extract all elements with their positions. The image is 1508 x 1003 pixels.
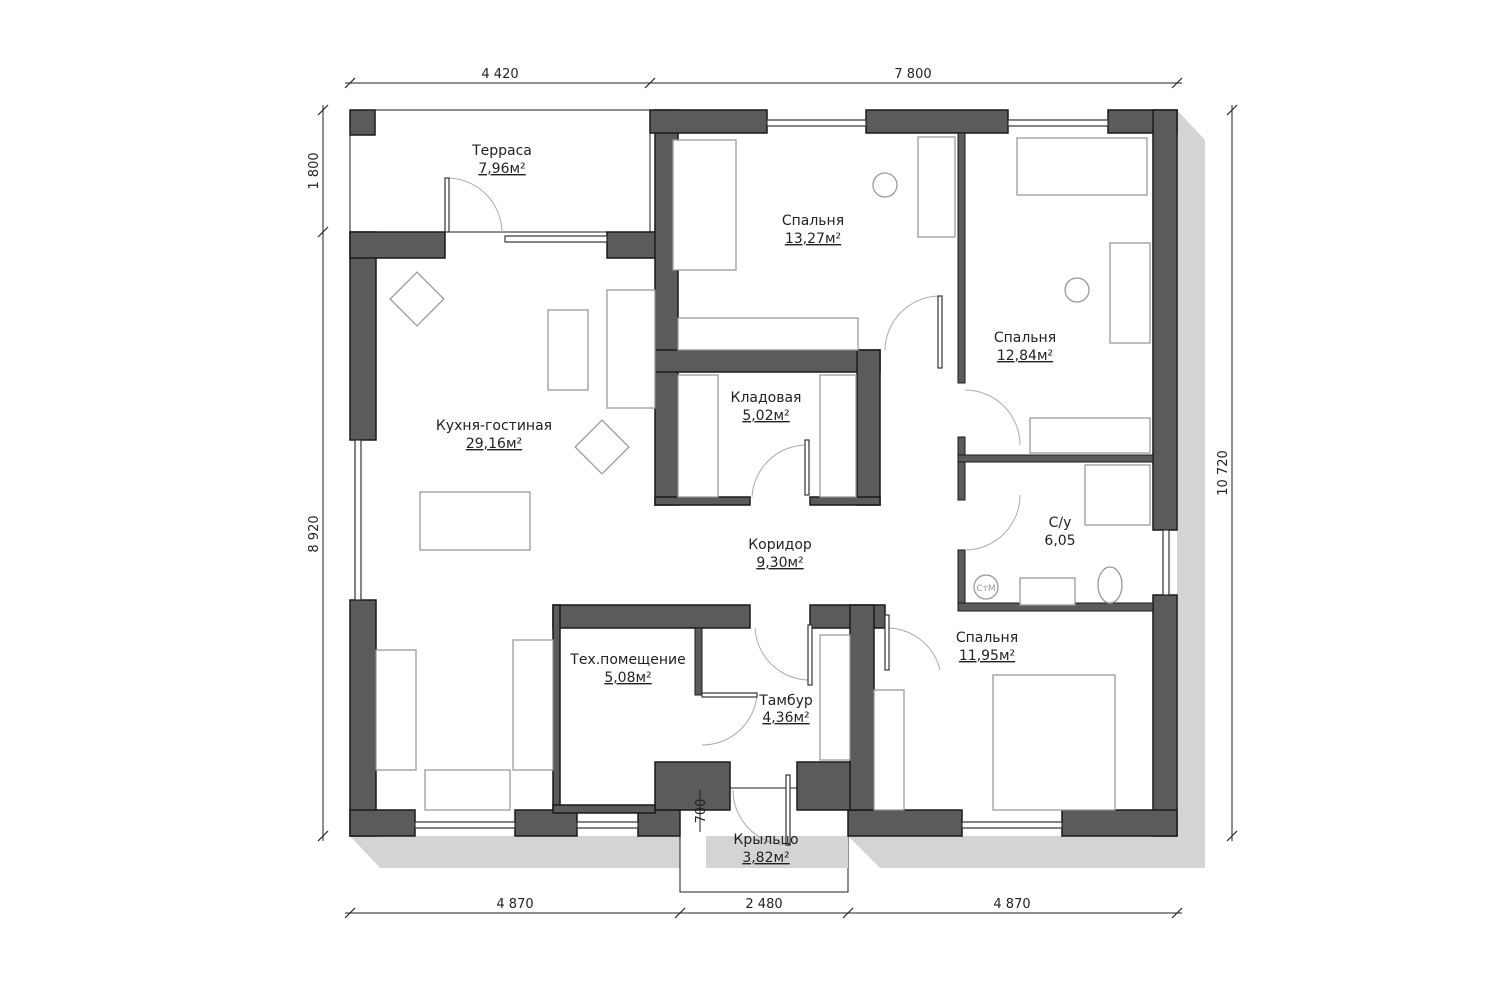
room-vestibule-area: 4,36м² (762, 710, 809, 726)
room-porch-name: Крыльцо (733, 832, 798, 848)
dim-right: 10 720 (1216, 450, 1231, 496)
windows (354, 119, 1170, 829)
room-bathroom-area: 6,05 (1044, 533, 1075, 549)
room-bedroom1-area: 13,27м² (785, 231, 841, 247)
room-tech-name: Тех.помещение (569, 652, 685, 668)
doors (444, 177, 1021, 846)
dim-bottom-left: 4 870 (496, 897, 533, 912)
room-living-name: Кухня-гостиная (436, 418, 552, 434)
room-porch-area: 3,82м² (742, 850, 789, 866)
dim-bottom-right: 4 870 (993, 897, 1030, 912)
room-corridor-area: 9,30м² (756, 555, 803, 571)
terrace-outline (349, 109, 651, 233)
room-vestibule-name: Тамбур (758, 693, 813, 709)
room-terrace-area: 7,96м² (478, 161, 525, 177)
dim-porch: 700 (694, 799, 709, 824)
room-bedroom1-name: Спальня (782, 213, 844, 229)
dim-top-left: 4 420 (481, 67, 518, 82)
room-terrace-name: Терраса (471, 143, 532, 159)
room-tech-area: 5,08м² (604, 670, 651, 686)
dim-top-right: 7 800 (894, 67, 931, 82)
room-bedroom2-area: 12,84м² (997, 348, 1053, 364)
room-living-area: 29,16м² (466, 436, 522, 452)
furniture: СтМ (375, 136, 1151, 811)
room-corridor-name: Коридор (748, 537, 812, 553)
room-bedroom3-area: 11,95м² (959, 648, 1015, 664)
room-bedroom2-name: Спальня (994, 330, 1056, 346)
room-bedroom3-name: Спальня (956, 630, 1018, 646)
dim-left-top: 1 800 (307, 152, 322, 189)
dimension-lines: 4 420 7 800 4 870 2 480 4 870 1 800 8 92… (307, 67, 1238, 919)
room-bathroom-name: С/у (1049, 515, 1072, 531)
dim-bottom-center: 2 480 (745, 897, 782, 912)
room-labels: Терраса 7,96м² Спальня 13,27м² Спальня 1… (436, 143, 1076, 866)
washer-label: СтМ (976, 584, 995, 594)
dim-left-bottom: 8 920 (307, 515, 322, 552)
room-storage-name: Кладовая (731, 390, 802, 406)
walls (349, 109, 1178, 837)
room-storage-area: 5,02м² (742, 408, 789, 424)
